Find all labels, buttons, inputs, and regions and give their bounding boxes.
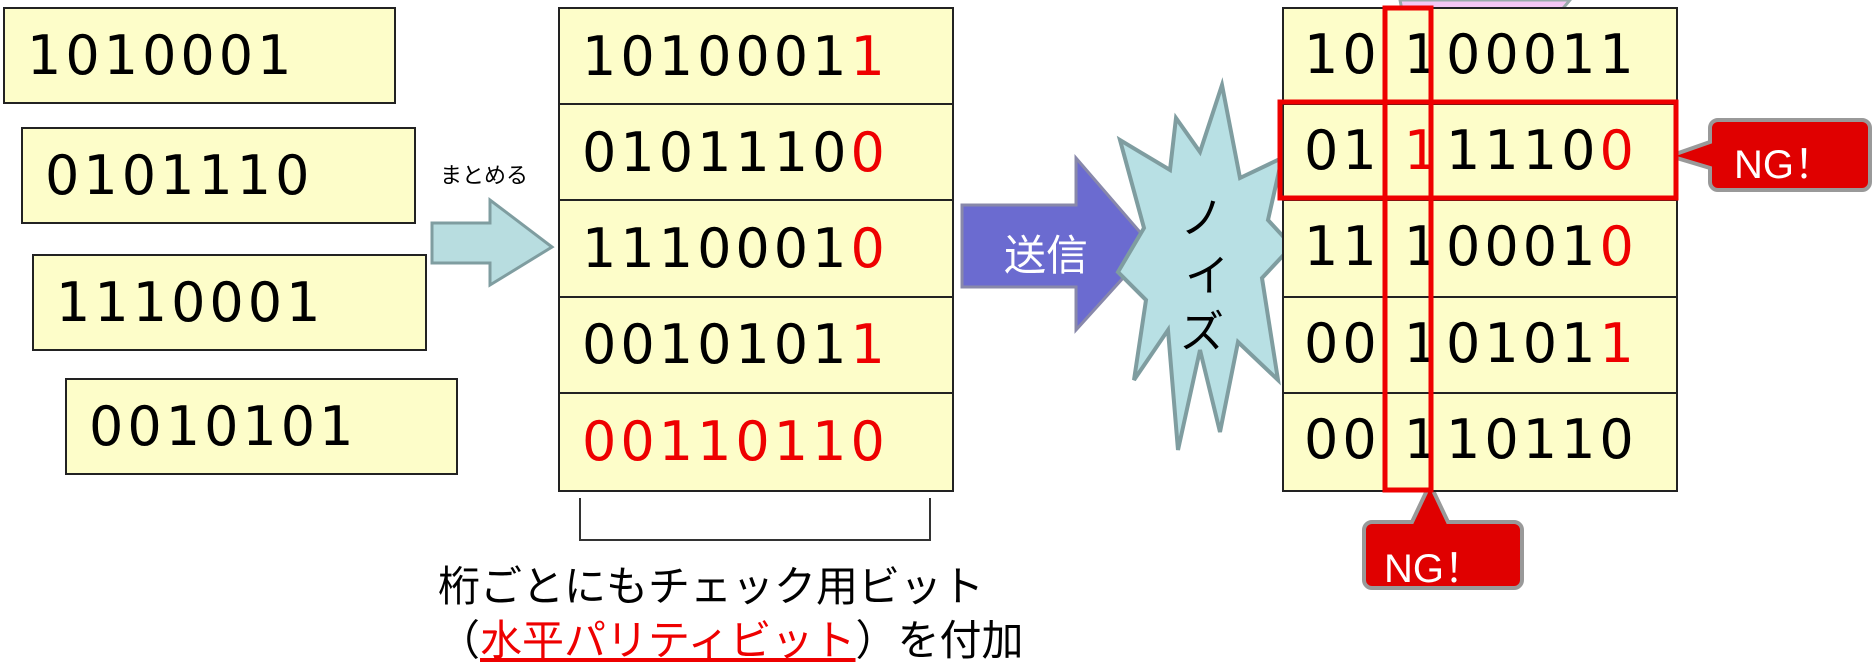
- bracket-under-stack: [579, 498, 931, 541]
- caption: 桁ごとにもチェック用ビット （水平パリティビット）を付加: [438, 560, 1024, 668]
- merge-arrow: [430, 196, 555, 288]
- merge-label: まとめる: [440, 164, 529, 189]
- horizontal-parity-term: 水平パリティビット: [480, 616, 856, 665]
- parity-bit: 0: [850, 216, 889, 280]
- noise-burst: [1115, 77, 1295, 451]
- ng-bottom-label: NG！: [1384, 547, 1484, 591]
- source-bits: 1110001: [56, 271, 325, 334]
- caption-line-1: 桁ごとにもチェック用ビット: [438, 562, 985, 611]
- ng-callout-right-shape: [1663, 118, 1872, 192]
- ng-right-label: NG！: [1734, 143, 1834, 187]
- flipped-bit: 1: [1403, 119, 1439, 183]
- caption-line-2: （水平パリティビット）を付加: [438, 616, 1024, 665]
- send-label: 送信: [1004, 231, 1089, 280]
- source-box-1: 1010001: [3, 7, 396, 104]
- stack-parity-row: 00110110: [582, 410, 889, 474]
- send-arrow: [960, 153, 1155, 334]
- parity-bit: 1: [850, 24, 889, 88]
- noise-char: ズ: [1180, 307, 1224, 358]
- source-box-2: 0101110: [21, 127, 416, 224]
- noise-char: イ: [1185, 251, 1229, 302]
- parity-bit: 0: [850, 120, 889, 184]
- parity-bit: 1: [850, 313, 889, 377]
- noise-char: ノ: [1180, 193, 1224, 244]
- source-box-3: 1110001: [32, 254, 427, 351]
- source-bits: 0010101: [89, 395, 358, 458]
- source-bits: 0101110: [45, 144, 314, 207]
- ng-callout-bottom-shape: [1362, 479, 1524, 590]
- source-box-4: 0010101: [65, 378, 458, 475]
- source-bits: 1010001: [27, 24, 296, 87]
